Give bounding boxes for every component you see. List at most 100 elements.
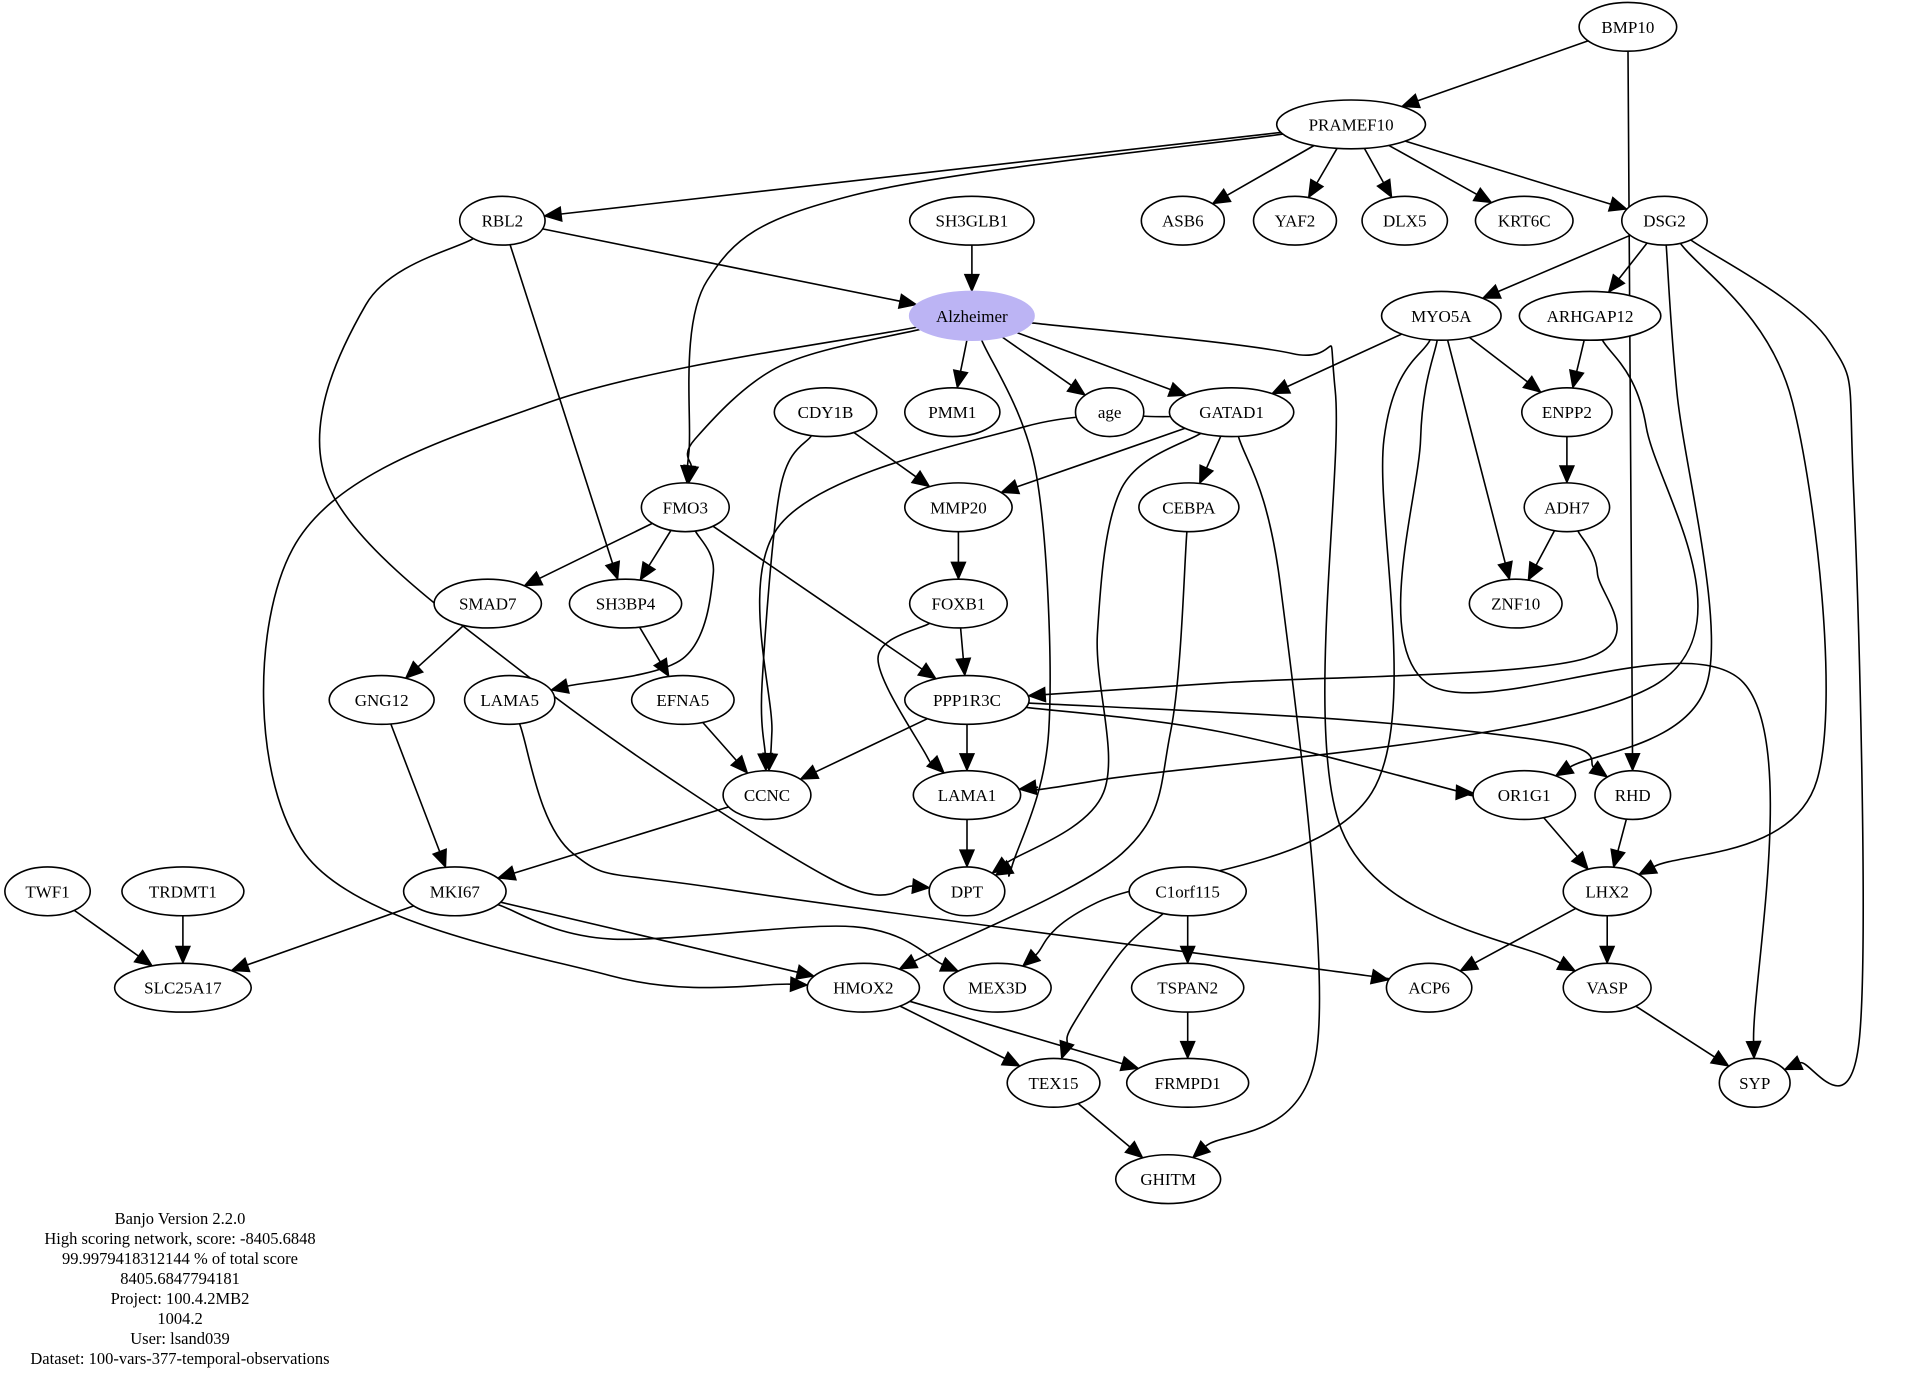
edge-PRAMEF10-to-DLX5 bbox=[1363, 148, 1393, 199]
edge-RBL2-to-SH3BP4 bbox=[509, 244, 621, 581]
node-label: MYO5A bbox=[1411, 307, 1472, 326]
arrowhead bbox=[1624, 753, 1641, 772]
node-label: GATAD1 bbox=[1199, 403, 1264, 422]
node-ghitm: GHITM bbox=[1114, 1153, 1222, 1205]
node-tex15: TEX15 bbox=[1006, 1057, 1101, 1109]
edge-line bbox=[561, 131, 1281, 215]
edge-Alzheimer-to-HMOX2 bbox=[262, 326, 917, 993]
edge-GATAD1-to-GHITM bbox=[1191, 436, 1321, 1159]
arrowhead bbox=[1369, 968, 1390, 985]
arrowhead bbox=[789, 976, 809, 993]
node-label: SYP bbox=[1739, 1074, 1770, 1093]
edge-line bbox=[1205, 436, 1321, 1147]
edge-LHX2-to-ACP6 bbox=[1458, 907, 1577, 972]
arrowhead bbox=[1307, 178, 1325, 199]
node-gng12: GNG12 bbox=[328, 674, 435, 726]
edge-MKI67-to-MEX3D bbox=[497, 903, 960, 972]
edge-PRAMEF10-to-RBL2 bbox=[542, 131, 1281, 222]
edge-DSG2-to-ARHGAP12 bbox=[1607, 242, 1648, 294]
arrowhead bbox=[799, 764, 820, 780]
edge-PRAMEF10-to-YAF2 bbox=[1307, 147, 1338, 199]
edge-OR1G1-to-LHX2 bbox=[1543, 817, 1590, 871]
edge-GATAD1-to-DPT bbox=[991, 432, 1202, 874]
edge-line bbox=[1001, 336, 1072, 386]
node-arhgap12: ARHGAP12 bbox=[1518, 290, 1662, 342]
node-label: GHITM bbox=[1140, 1170, 1196, 1189]
node-ellipse bbox=[1718, 1057, 1791, 1109]
edge-Alzheimer-to-VASP bbox=[1031, 322, 1578, 974]
node-ellipse bbox=[328, 674, 435, 726]
node-ccnc: CCNC bbox=[722, 769, 812, 821]
node-ellipse bbox=[806, 962, 921, 1013]
arrowhead bbox=[925, 754, 946, 774]
edge-PPP1R3C-to-CCNC bbox=[799, 717, 928, 780]
node-mex3d: MEX3D bbox=[943, 962, 1052, 1013]
edge-Alzheimer-to-PMM1 bbox=[952, 339, 969, 390]
arrowhead bbox=[958, 753, 976, 772]
node-ellipse bbox=[903, 482, 1013, 533]
node-twf1: TWF1 bbox=[4, 866, 92, 917]
node-label: PRAMEF10 bbox=[1309, 115, 1394, 134]
arrowhead bbox=[729, 754, 749, 775]
edge-HMOX2-to-TEX15 bbox=[899, 1005, 1022, 1067]
node-label: SH3BP4 bbox=[596, 595, 656, 614]
node-label: TRDMT1 bbox=[149, 882, 217, 901]
edge-FOXB1-to-LAMA1 bbox=[877, 622, 946, 774]
arrowhead bbox=[496, 865, 517, 881]
node-ellipse bbox=[568, 578, 683, 629]
caption-line: Project: 100.4.2MB2 bbox=[110, 1289, 250, 1308]
arrowhead bbox=[958, 849, 976, 869]
edge-DSG2-to-LHX2 bbox=[1637, 242, 1827, 876]
arrowhead bbox=[1017, 779, 1038, 796]
node-adh7: ADH7 bbox=[1523, 482, 1611, 533]
node-label: LAMA1 bbox=[938, 786, 997, 805]
node-ellipse bbox=[1472, 769, 1577, 821]
node-ellipse bbox=[458, 195, 546, 246]
edge-line bbox=[247, 905, 414, 966]
edge-layer bbox=[73, 40, 1864, 1159]
node-ellipse bbox=[912, 769, 1022, 821]
edge-line bbox=[1205, 435, 1222, 469]
node-cdy1b: CDY1B bbox=[773, 386, 878, 438]
edge-line bbox=[513, 806, 729, 874]
edge-ARHGAP12-to-ENPP2 bbox=[1568, 339, 1585, 390]
node-cebpa: CEBPA bbox=[1138, 482, 1240, 533]
edge-line bbox=[899, 1005, 1006, 1060]
node-ellipse bbox=[1562, 962, 1652, 1013]
edge-line bbox=[1026, 706, 1481, 798]
edge-MKI67-to-HMOX2 bbox=[500, 901, 816, 980]
arrowhead bbox=[542, 205, 563, 222]
edge-LAMA1-to-DPT bbox=[958, 819, 976, 869]
arrowhead bbox=[174, 945, 191, 965]
node-c1orf115: C1orf115 bbox=[1128, 866, 1248, 917]
node-label: RBL2 bbox=[482, 212, 524, 231]
edge-PPP1R3C-to-LAMA1 bbox=[958, 724, 976, 772]
node-ellipse bbox=[773, 386, 878, 438]
node-yaf2: YAF2 bbox=[1252, 195, 1338, 246]
node-age: age bbox=[1074, 386, 1145, 438]
edge-RBL2-to-DPT bbox=[318, 237, 931, 896]
arrowhead bbox=[549, 678, 570, 694]
arrowhead bbox=[1066, 378, 1087, 396]
node-label: LHX2 bbox=[1585, 882, 1628, 901]
node-ellipse bbox=[1138, 482, 1240, 533]
edge-line bbox=[959, 627, 965, 659]
arrowhead bbox=[952, 369, 969, 390]
node-tspan2: TSPAN2 bbox=[1130, 962, 1245, 1013]
node-ellipse bbox=[1620, 195, 1708, 246]
edge-line bbox=[1468, 336, 1528, 383]
edge-line bbox=[1618, 242, 1648, 280]
node-label: FRMPD1 bbox=[1155, 1074, 1221, 1093]
node-mki67: MKI67 bbox=[402, 866, 507, 917]
node-foxb1: FOXB1 bbox=[908, 578, 1009, 629]
arrowhead bbox=[1527, 560, 1544, 582]
edge-line bbox=[1077, 1102, 1131, 1148]
node-ellipse bbox=[402, 866, 507, 917]
node-ellipse bbox=[1380, 290, 1502, 342]
edge-MYO5A-to-GATAD1 bbox=[1270, 333, 1402, 395]
edge-line bbox=[1226, 144, 1315, 196]
node-ellipse bbox=[1140, 195, 1226, 246]
edge-MYO5A-to-ZNF10 bbox=[1446, 339, 1513, 581]
node-syp: SYP bbox=[1718, 1057, 1791, 1109]
